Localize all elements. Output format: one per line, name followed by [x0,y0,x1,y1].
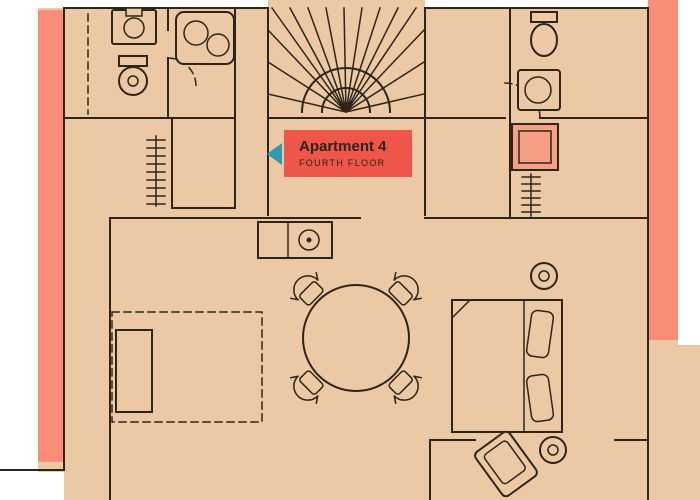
stair-treads [266,6,426,114]
banner-arrow-icon [267,142,282,165]
bedside-table [530,262,558,290]
console-dial [298,229,320,251]
armchair-symbol [474,430,538,498]
console-unit [257,221,333,259]
banner-title: Apartment 4 [299,137,387,155]
chair-back [393,271,423,301]
armchair-cushion [483,440,526,485]
pillow-shape [525,309,555,359]
sink-tap [125,7,143,17]
dining-chair-sw [289,370,324,405]
console-symbol [257,221,333,259]
bottom-left-margin [0,472,64,500]
toilet-symbol [118,66,148,96]
pillow-shape [525,373,555,423]
sink-basin-right [524,76,552,104]
toilet-tank [118,55,148,67]
pillow-2 [525,373,555,423]
chair-back [289,375,319,405]
sink-basin [123,17,145,39]
dining-chair-nw [289,271,324,306]
side-table [539,436,567,464]
bed-lines [450,298,525,433]
wall-lines [0,7,649,500]
radiator-left [146,135,166,207]
bathroom-left [111,7,235,96]
vanity-basin-1 [183,20,209,46]
top-margin-left [38,0,268,8]
shower-inner [518,130,552,164]
dining-chair-ne [388,271,423,306]
sofa-symbol [115,329,153,413]
chair-back [289,271,319,301]
chair-seat [299,370,324,395]
lounge-area [111,311,263,423]
radiator-right [521,173,541,217]
toilet-bowl-inner [127,75,139,87]
pillow-1 [525,309,555,359]
left-margin [0,0,38,500]
top-margin-right [425,0,648,8]
apartment-banner: Apartment 4 FOURTH FLOOR [267,130,412,177]
console-dial-dot [306,237,312,243]
vanity-counter [175,11,235,65]
stair-newel-arcs [300,67,392,114]
left-exterior-wall [38,10,64,462]
chair-seat [388,370,413,395]
corner-furniture [474,430,567,498]
dining-chair-se [388,370,423,405]
toilet-tank-right [530,11,558,23]
toilet-symbol-right [530,23,558,57]
bathroom-right [511,11,561,171]
armchair-frame [474,430,538,498]
bedside-table-inner [538,270,550,282]
chair-back [393,375,423,405]
banner-subtitle: FOURTH FLOOR [299,158,386,169]
dining-table [302,284,410,392]
right-exterior-wall [648,0,678,340]
rug-outline [111,311,263,423]
bedroom-area [450,262,563,433]
chair-seat [388,281,413,306]
vanity-basin-2 [206,33,230,57]
sink-symbol-right [517,69,561,111]
chair-seat [299,281,324,306]
radiators [146,135,541,217]
side-table-inner [547,444,559,456]
floor-surface [38,0,700,500]
dining-set [289,271,423,405]
right-margin [678,0,700,345]
staircase [266,6,426,114]
